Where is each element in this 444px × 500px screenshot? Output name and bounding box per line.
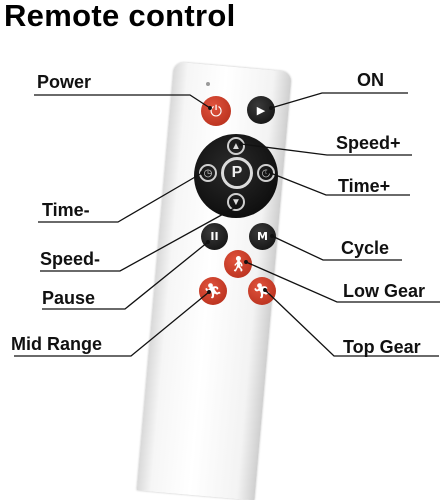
label-power: Power (37, 72, 92, 92)
label-pause: Pause (42, 288, 96, 308)
time-minus-icon: ◷ (199, 164, 217, 182)
pause-leader (42, 240, 210, 310)
diagram-title: Remote control (4, 0, 236, 33)
leader-lines (14, 92, 440, 357)
label-top-gear: Top Gear (343, 337, 421, 357)
pause-button: II (201, 223, 228, 250)
label-on: ON (357, 70, 384, 90)
power-leader (34, 94, 212, 110)
label-time-plus: Time+ (338, 176, 391, 196)
time-plus-leader (266, 170, 410, 196)
power-icon: ⏻ (210, 102, 222, 120)
low-gear-button: 🚶︎ (224, 250, 252, 278)
top-gear-leader (263, 288, 439, 357)
cycle-leader (270, 234, 402, 261)
pause-icon: II (210, 230, 219, 243)
on-button: ▶ (247, 96, 275, 124)
sprinting-icon: 🏃︎ (252, 282, 272, 300)
speed-minus-leader (40, 205, 238, 272)
play-icon: ▶ (256, 103, 266, 117)
program-icon: P (231, 164, 243, 181)
time-minus-leader (38, 171, 204, 223)
time-plus-icon: ◷ (257, 164, 275, 182)
on-leader (269, 92, 408, 110)
mid-range-leader (14, 290, 211, 357)
power-button: ⏻ (201, 96, 231, 126)
label-speed-plus: Speed+ (336, 133, 401, 153)
speed-plus-icon: ▲ (227, 137, 245, 155)
label-speed-minus: Speed- (40, 249, 101, 269)
mid-range-button: 🏃︎ (199, 277, 227, 305)
program-button: P (221, 157, 253, 189)
cycle-icon: M (257, 230, 268, 243)
speed-plus-leader (239, 142, 412, 156)
label-cycle: Cycle (341, 238, 390, 258)
label-low-gear: Low Gear (343, 281, 426, 301)
label-mid-range: Mid Range (11, 334, 103, 354)
low-gear-leader (244, 260, 440, 303)
indicator-led (206, 82, 210, 86)
label-time-minus: Time- (42, 200, 90, 220)
speed-minus-icon: ▼ (227, 193, 245, 211)
running-icon: 🏃︎ (203, 282, 223, 300)
walking-icon: 🚶︎ (228, 255, 248, 273)
top-gear-button: 🏃︎ (248, 277, 276, 305)
